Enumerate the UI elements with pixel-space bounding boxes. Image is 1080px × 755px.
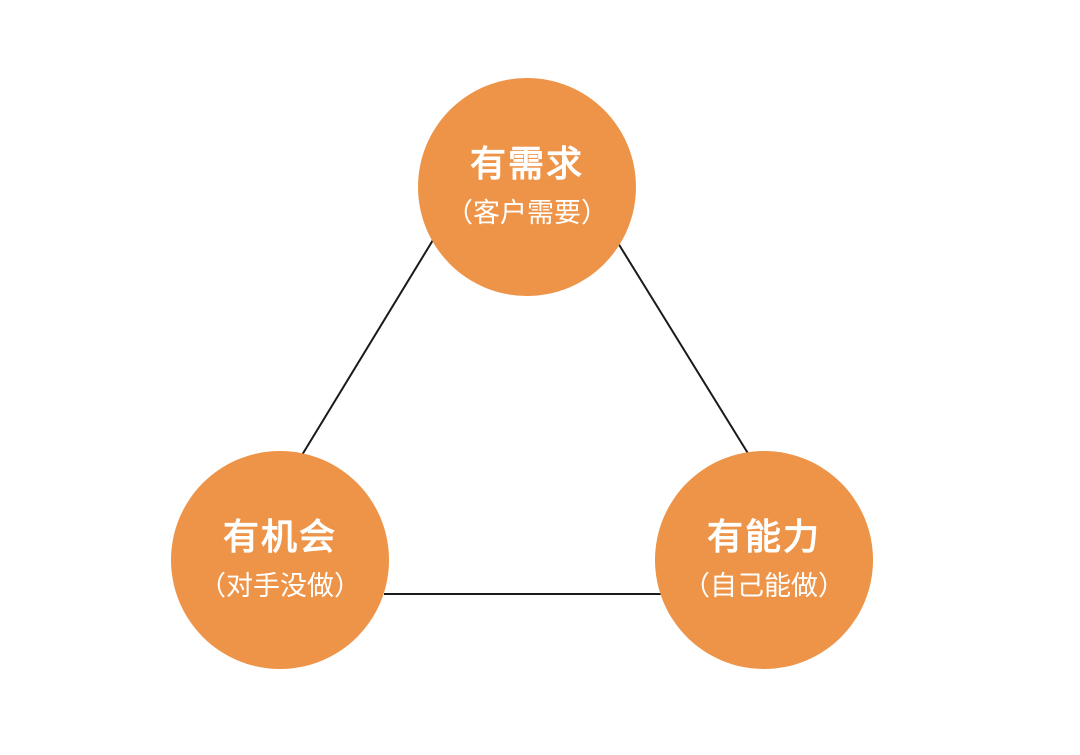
- node-capability: 有能力 （自己能做）: [655, 451, 873, 669]
- node-demand-title: 有需求: [469, 144, 584, 186]
- node-capability-title: 有能力: [706, 517, 821, 559]
- node-opportunity-subtitle: （对手没做）: [199, 571, 361, 603]
- connector-top-left: [301, 239, 434, 456]
- connector-top-right: [617, 242, 750, 456]
- node-demand: 有需求 （客户需要）: [418, 78, 636, 296]
- node-opportunity: 有机会 （对手没做）: [171, 451, 389, 669]
- node-demand-subtitle: （客户需要）: [446, 198, 608, 230]
- node-capability-subtitle: （自己能做）: [683, 571, 845, 603]
- node-opportunity-title: 有机会: [222, 517, 337, 559]
